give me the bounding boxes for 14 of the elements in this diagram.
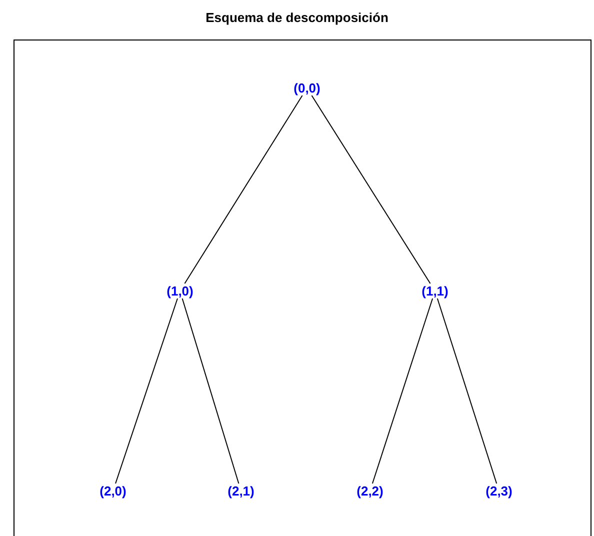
node-label: (2,2) [356, 484, 384, 498]
node-label: (0,0) [292, 80, 322, 96]
tree-branch [436, 298, 498, 484]
tree-branch [184, 95, 303, 284]
node-label: (2,1) [226, 484, 256, 498]
node-label: (1,0) [166, 284, 194, 298]
tree-branch [372, 298, 434, 484]
node-label: (2,0) [98, 484, 128, 498]
node-label: (2,3) [484, 484, 514, 498]
chart-title: Esquema de descomposición [204, 10, 390, 25]
tree-branch [115, 298, 178, 484]
node-label: (1,1) [420, 284, 450, 298]
tree-branch [311, 95, 431, 284]
tree-branch [182, 298, 240, 484]
